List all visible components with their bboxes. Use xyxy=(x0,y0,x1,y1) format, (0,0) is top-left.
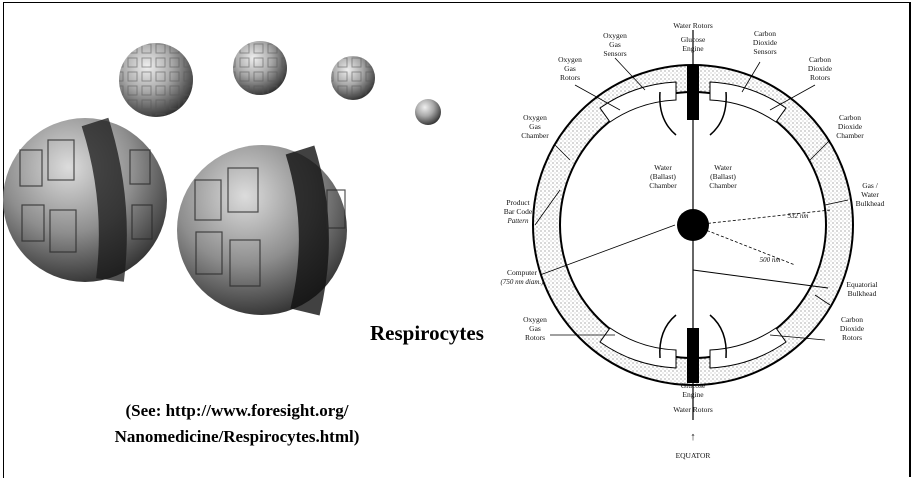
label-oxygen-rotors-top-1: Oxygen xyxy=(558,55,582,64)
label-water-rotors-bottom: Water Rotors xyxy=(673,405,713,414)
sphere-small-3 xyxy=(331,56,375,100)
label-radius-outer: 532 nm xyxy=(788,212,809,220)
label-equator: EQUATOR xyxy=(676,451,711,460)
label-water-chamber-left-1: Water xyxy=(654,163,672,172)
label-oxygen-rotors-top-2: Gas xyxy=(564,64,576,73)
caption-line-2: Nanomedicine/Respirocytes.html) xyxy=(52,424,422,450)
label-co2-sensors-2: Dioxide xyxy=(753,38,778,47)
sphere-large-right xyxy=(177,145,347,315)
label-oxygen-chamber-2: Gas xyxy=(529,122,541,131)
label-co2-rotors-bottom-1: Carbon xyxy=(841,315,863,324)
label-co2-chamber-1: Carbon xyxy=(839,113,861,122)
label-water-rotors-top: Water Rotors xyxy=(673,21,713,30)
respirocyte-spheres-illustration xyxy=(0,0,460,330)
figure-caption: (See: http://www.foresight.org/ Nanomedi… xyxy=(52,398,422,450)
label-co2-sensors-3: Sensors xyxy=(753,47,776,56)
label-gas-water-bulkhead-1: Gas / xyxy=(862,181,879,190)
label-radius-inner: 500 nm xyxy=(760,256,781,264)
label-gas-water-bulkhead-3: Bulkhead xyxy=(856,199,885,208)
label-co2-rotors-top-2: Dioxide xyxy=(808,64,833,73)
label-oxygen-chamber-1: Oxygen xyxy=(523,113,547,122)
label-co2-rotors-bottom-2: Dioxide xyxy=(840,324,865,333)
label-gas-water-bulkhead-2: Water xyxy=(861,190,879,199)
label-equatorial-bulkhead-1: Equatorial xyxy=(846,280,877,289)
caption-line-1: (See: http://www.foresight.org/ xyxy=(52,398,422,424)
sphere-small-2 xyxy=(233,41,287,95)
label-water-chamber-right-1: Water xyxy=(714,163,732,172)
label-co2-rotors-top-1: Carbon xyxy=(809,55,831,64)
label-co2-rotors-top-3: Rotors xyxy=(810,73,830,82)
sphere-large-left xyxy=(3,118,167,282)
sphere-small-4 xyxy=(415,99,441,125)
label-water-chamber-right-3: Chamber xyxy=(709,181,737,190)
label-equatorial-bulkhead-2: Bulkhead xyxy=(848,289,877,298)
glucose-engine-top-block xyxy=(687,65,699,120)
label-glucose-engine-top-1: Glucose xyxy=(681,35,706,44)
label-water-chamber-right-2: (Ballast) xyxy=(710,172,736,181)
label-oxygen-rotors-top-3: Rotors xyxy=(560,73,580,82)
label-co2-chamber-3: Chamber xyxy=(836,131,864,140)
label-oxygen-sensors-2: Gas xyxy=(609,40,621,49)
label-product-bar-code-1: Product xyxy=(506,198,530,207)
label-oxygen-sensors-1: Oxygen xyxy=(603,31,627,40)
label-glucose-engine-bottom-2: Engine xyxy=(682,390,704,399)
sphere-small-1 xyxy=(119,43,193,117)
label-product-bar-code-3: Pattern xyxy=(507,217,529,225)
label-co2-rotors-bottom-3: Rotors xyxy=(842,333,862,342)
label-oxygen-chamber-3: Chamber xyxy=(521,131,549,140)
figure-title: Respirocytes xyxy=(370,321,484,346)
figure-frame-right-edge xyxy=(909,2,911,477)
label-oxygen-sensors-3: Sensors xyxy=(603,49,626,58)
label-water-chamber-left-3: Chamber xyxy=(649,181,677,190)
label-co2-sensors-1: Carbon xyxy=(754,29,776,38)
label-oxygen-rotors-bottom-1: Oxygen xyxy=(523,315,547,324)
respirocyte-cross-section-diagram: Water Rotors Glucose Engine Oxygen Gas S… xyxy=(480,10,905,470)
glucose-engine-bottom-block xyxy=(687,328,699,383)
label-glucose-engine-bottom-1: Glucose xyxy=(681,381,706,390)
label-glucose-engine-top-2: Engine xyxy=(682,44,704,53)
label-computer-1: Computer xyxy=(507,268,537,277)
label-co2-chamber-2: Dioxide xyxy=(838,122,863,131)
label-water-chamber-left-2: (Ballast) xyxy=(650,172,676,181)
label-computer-2: (750 nm diam.) xyxy=(501,278,545,286)
label-oxygen-rotors-bottom-2: Gas xyxy=(529,324,541,333)
label-oxygen-rotors-bottom-3: Rotors xyxy=(525,333,545,342)
label-product-bar-code-2: Bar Code xyxy=(504,207,533,216)
equator-arrow: ↑ xyxy=(690,431,696,443)
